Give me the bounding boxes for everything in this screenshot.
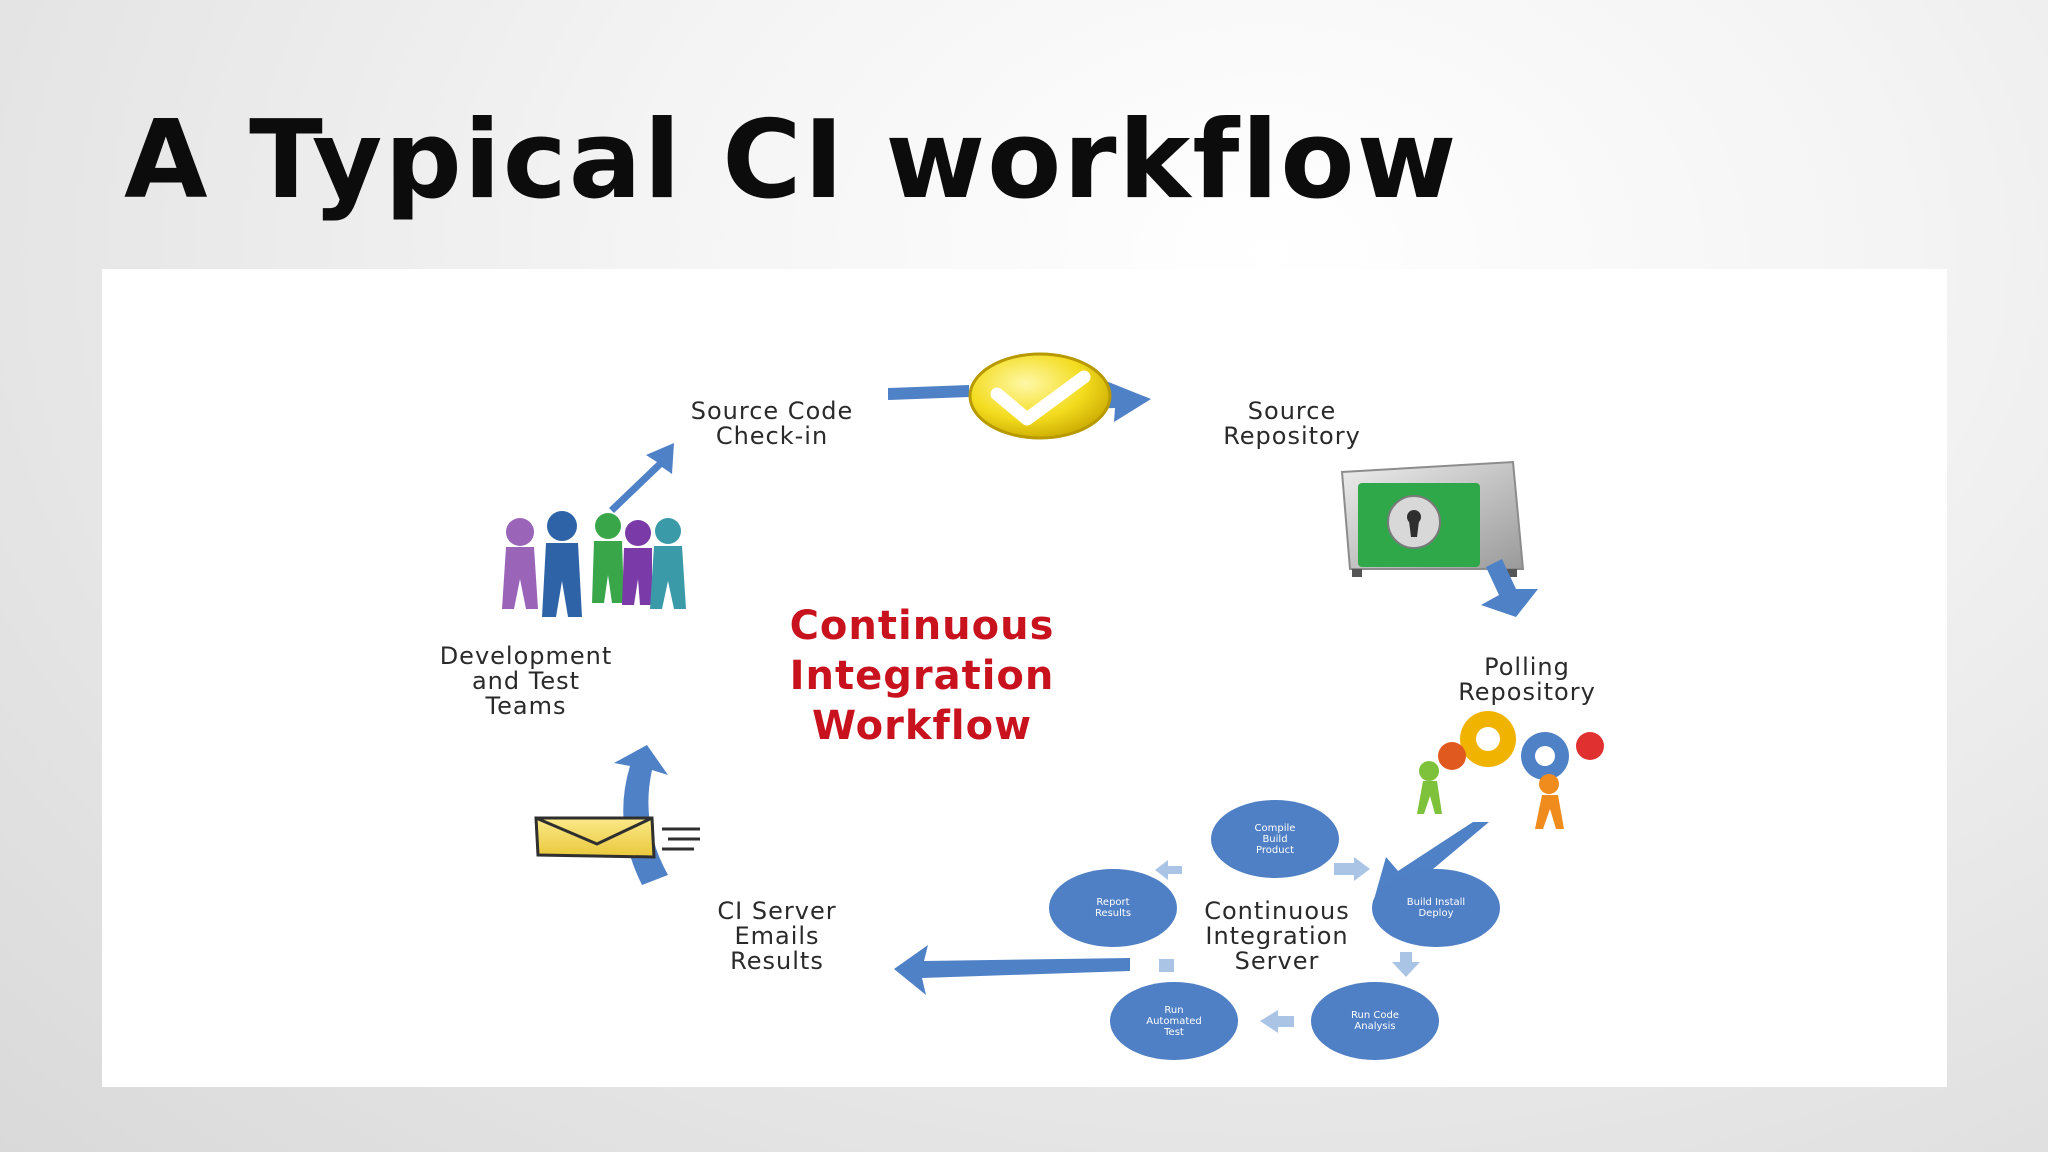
label-ci-server: Continuous Integration Server	[1204, 897, 1350, 975]
arrow-checkin-to-repository	[888, 381, 1151, 422]
arrow-server-to-emails	[894, 945, 1130, 995]
cycle-report-results: Report Results	[1049, 869, 1177, 947]
label-source-code-checkin: Source Code Check-in	[690, 397, 854, 450]
slide-title: A Typical CI workflow	[124, 98, 1459, 223]
workflow-diagram: Source Code Check-in Source Repository P…	[102, 269, 1947, 1087]
cycle-run-code-analysis: Run Code Analysis	[1311, 982, 1439, 1060]
envelope-icon	[534, 816, 700, 859]
cycle-run-automated-test: Run Automated Test	[1110, 982, 1238, 1060]
arrow-emails-to-teams	[614, 745, 668, 885]
arrow-teams-to-checkin	[609, 443, 674, 513]
label-ci-server-emails-results: CI Server Emails Results	[717, 897, 837, 975]
label-source-repository: Source Repository	[1223, 397, 1361, 450]
label-development-and-test-teams: Development and Test Teams	[439, 642, 613, 720]
cycle-build-install-deploy: Build Install Deploy	[1372, 869, 1500, 947]
ci-cycle-arrows	[1155, 857, 1420, 1033]
safe-icon	[1340, 460, 1525, 577]
diagram-graphics	[502, 352, 1604, 1033]
team-people-icon	[502, 511, 686, 617]
arrow-repository-to-polling	[1481, 559, 1538, 617]
label-polling-repository: Polling Repository	[1458, 653, 1596, 706]
center-title: Continuous Integration Workflow	[789, 603, 1055, 749]
gears-people-icon	[1417, 711, 1604, 829]
checkmark-icon	[968, 352, 1112, 440]
cycle-compile-build-product: Compile Build Product	[1211, 800, 1339, 878]
